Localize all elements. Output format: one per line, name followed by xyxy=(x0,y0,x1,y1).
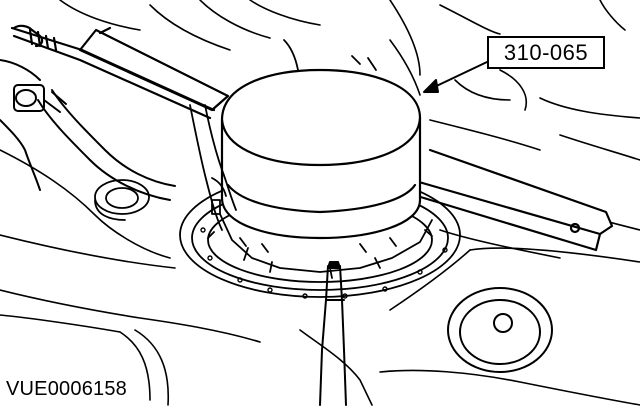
tool-number-callout: 310-065 xyxy=(487,36,605,69)
figure-reference-code: VUE0006158 xyxy=(6,378,127,400)
spanner-tool-bar xyxy=(10,24,614,252)
callout-leader xyxy=(423,61,488,93)
pump-wiring xyxy=(189,39,397,253)
flange-dots xyxy=(200,227,448,299)
fuel-hose xyxy=(0,59,176,201)
tool-disc xyxy=(220,68,422,240)
tool-number-label: 310-065 xyxy=(503,39,589,65)
left-socket xyxy=(94,179,150,221)
screwdriver xyxy=(319,261,347,406)
access-plug xyxy=(447,287,553,373)
